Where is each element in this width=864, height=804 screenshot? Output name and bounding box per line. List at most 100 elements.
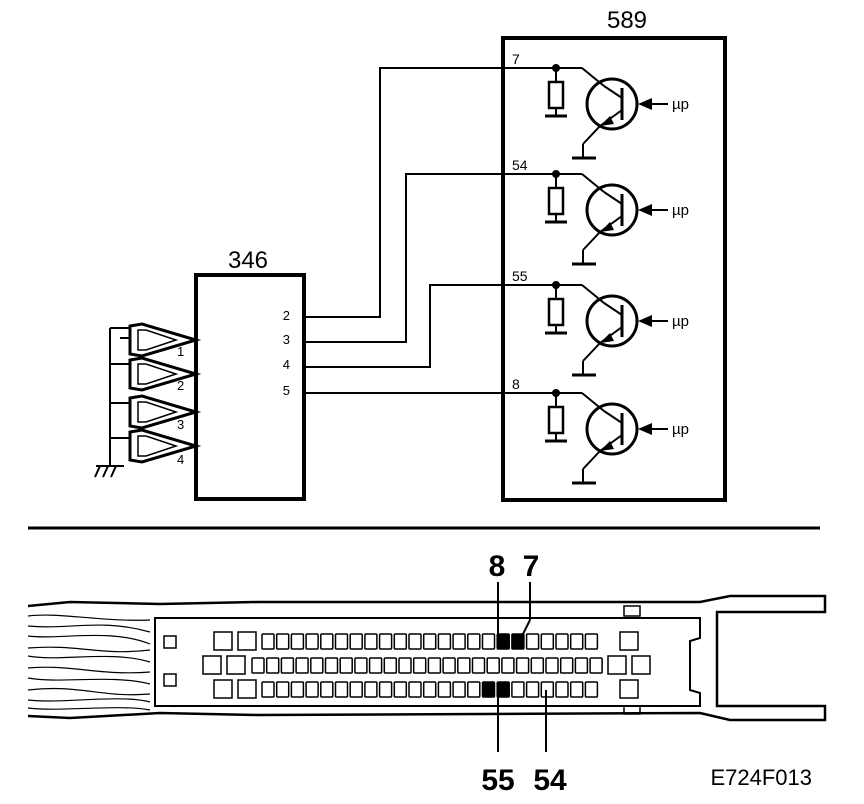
connector-pin <box>540 681 555 698</box>
connector-pin <box>619 679 639 699</box>
connector-pin <box>310 657 324 674</box>
connector-pin <box>368 657 383 674</box>
connector-pin <box>237 679 257 699</box>
transistor-icon <box>585 183 639 237</box>
connector-pin <box>213 631 233 651</box>
arrow-icon <box>638 315 652 327</box>
arrow-icon <box>638 423 652 435</box>
resistor-icon <box>547 186 565 216</box>
connector-pin <box>530 657 545 674</box>
resistor-icon <box>547 297 565 327</box>
module-589-label: 589 <box>607 7 647 34</box>
figure-code: E724F013 <box>710 765 812 790</box>
connector-pin <box>555 681 569 698</box>
module-346-label: 346 <box>228 247 268 274</box>
connector-pin <box>320 681 334 698</box>
connector-pin <box>471 657 486 674</box>
connector-pin <box>569 681 584 698</box>
wire-bundle <box>27 614 151 711</box>
connector-pin <box>427 657 442 674</box>
connector-pin <box>378 681 393 698</box>
connector-pin <box>422 681 437 698</box>
sensor-icon <box>110 394 202 430</box>
connector-pin-callout: 8 <box>489 550 506 583</box>
connector-pin-highlighted <box>481 681 496 698</box>
sensor-icon <box>110 356 202 392</box>
connector-pin <box>261 681 275 698</box>
connector-pin <box>280 657 295 674</box>
connector-pin <box>349 633 363 650</box>
connector-pin <box>305 633 319 650</box>
connector-pin <box>540 633 555 650</box>
connector-pin <box>545 657 559 674</box>
sensor-input-label: 1 <box>177 344 184 359</box>
connector-pin-grid <box>202 631 651 699</box>
connector-pin <box>481 633 496 650</box>
module-589: 589 <box>501 7 727 502</box>
transistor-stage: 8 µp <box>512 376 689 485</box>
connector-pin-callout: 54 <box>533 764 567 797</box>
connector-pin <box>398 657 412 674</box>
connector-pin <box>486 657 500 674</box>
stage-input-label: µp <box>672 421 689 438</box>
connector-pin <box>467 681 481 698</box>
connector-pin <box>339 657 353 674</box>
wire-pin-7 <box>304 67 556 318</box>
module-346-box <box>194 273 306 501</box>
stage-input-label: µp <box>672 202 689 219</box>
connector-pin <box>422 633 437 650</box>
connector-pin <box>619 631 639 651</box>
connector-pin <box>305 681 319 698</box>
connector-pin <box>393 633 408 650</box>
connector-pin <box>437 633 452 650</box>
transistor-stages: 7 µp 54 µp 55 µp 8 µp <box>512 51 689 485</box>
connector-pin <box>467 633 481 650</box>
connector-pin <box>525 681 540 698</box>
sensor-input-label: 3 <box>177 417 184 432</box>
connector-pin <box>559 657 574 674</box>
connector-pin <box>295 657 309 674</box>
connector-pin-callout: 7 <box>523 550 540 583</box>
module-346-output-pin-label: 3 <box>283 332 290 347</box>
transistor-icon <box>585 294 639 348</box>
connector-pin <box>324 657 339 674</box>
connector-pin <box>555 633 569 650</box>
stage-pin-label: 7 <box>512 51 520 67</box>
connector-pin <box>265 657 280 674</box>
connector-pin <box>202 655 222 675</box>
connector-pin <box>457 657 471 674</box>
connector-pin <box>574 657 589 674</box>
connector-pin <box>320 633 334 650</box>
transistor-icon <box>585 402 639 456</box>
connector-pin <box>364 633 378 650</box>
connector-pin <box>378 633 393 650</box>
connector-pin <box>569 633 584 650</box>
callout-leaders <box>497 582 547 752</box>
stage-pin-label: 8 <box>512 376 520 392</box>
connector-pin <box>452 681 466 698</box>
transistor-stage: 55 µp <box>512 268 689 377</box>
stage-pin-label: 54 <box>512 157 528 173</box>
connector-pin <box>275 681 290 698</box>
connector-illustration <box>27 594 827 722</box>
resistor-icon <box>547 405 565 435</box>
stage-input-label: µp <box>672 313 689 330</box>
connector-pin <box>511 681 525 698</box>
module-589-box <box>501 36 727 502</box>
connector-pin <box>334 633 349 650</box>
wire-pin-55 <box>304 284 556 368</box>
connector-pin <box>408 633 422 650</box>
connector-pin <box>393 681 408 698</box>
connector-pin <box>226 655 246 675</box>
connector-pin <box>251 657 265 674</box>
stage-input-label: µp <box>672 96 689 113</box>
connector-pin <box>354 657 368 674</box>
stage-pin-label: 55 <box>512 268 528 284</box>
connector-pin <box>584 681 599 698</box>
sensor-input-label: 4 <box>177 452 184 467</box>
sensor-icon <box>110 322 202 358</box>
ground-icon <box>94 465 124 478</box>
connector-pin <box>349 681 363 698</box>
connector-pin <box>437 681 452 698</box>
transistor-stage: 54 µp <box>512 157 689 266</box>
